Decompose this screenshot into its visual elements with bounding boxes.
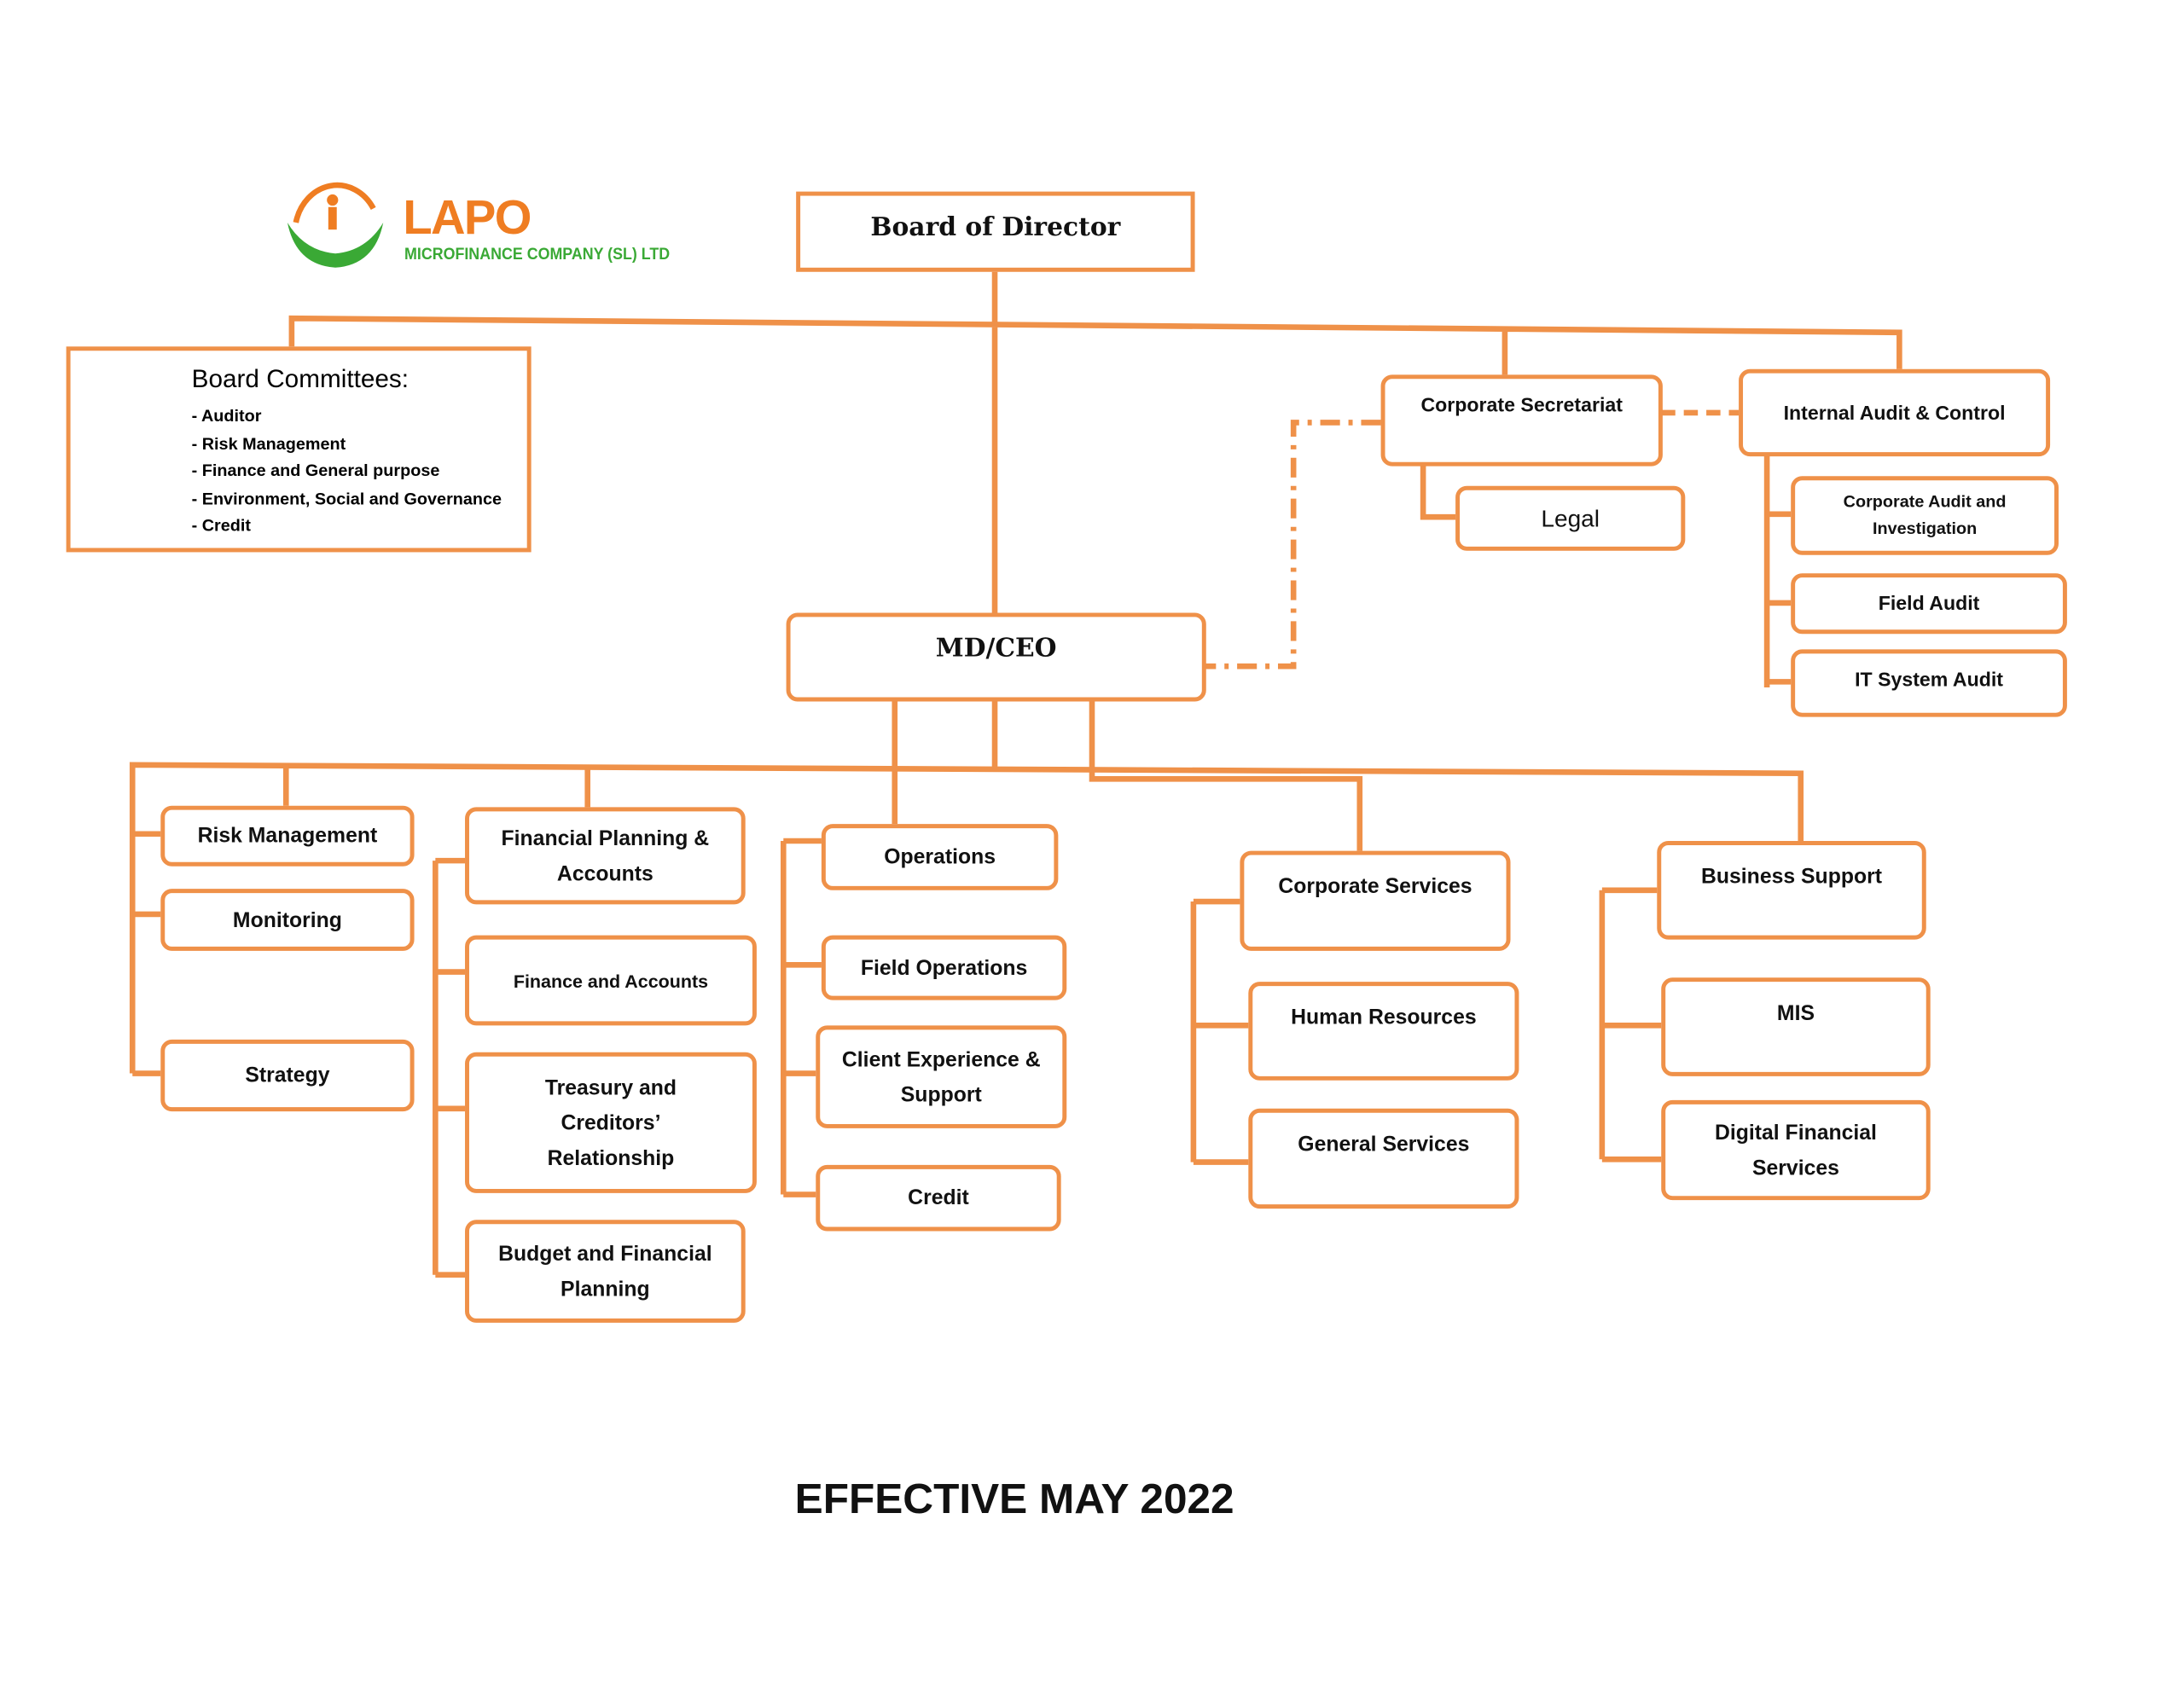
corporate-services-box: Corporate Services xyxy=(1240,850,1511,951)
field-audit-box: Field Audit xyxy=(1791,573,2067,635)
board-of-director-box: Board of Director xyxy=(796,191,1195,272)
internal-audit-box: Internal Audit & Control xyxy=(1739,368,2051,457)
client-experience-box: Client Experience & Support xyxy=(816,1025,1067,1128)
logo-subtitle: MICROFINANCE COMPANY (SL) LTD xyxy=(404,243,671,264)
risk-management-box: Risk Management xyxy=(160,805,415,867)
general-services-box: General Services xyxy=(1248,1108,1519,1209)
mis-box: MIS xyxy=(1661,977,1931,1076)
corporate-secretariat-box: Corporate Secretariat xyxy=(1380,374,1663,467)
credit-box: Credit xyxy=(816,1164,1061,1232)
logo-name: LAPO xyxy=(403,191,531,246)
financial-planning-accounts-box: Financial Planning & Accounts xyxy=(465,807,746,905)
md-ceo-box: MD/CEO xyxy=(786,612,1206,702)
treasury-box: Treasury and Creditors’ Relationship xyxy=(465,1052,757,1193)
effective-date: EFFECTIVE MAY 2022 xyxy=(794,1475,1234,1523)
committee-item: - Risk Management xyxy=(191,432,346,453)
board-committees-box: Board Committees: - Auditor - Risk Manag… xyxy=(66,346,531,553)
monitoring-box: Monitoring xyxy=(160,889,415,951)
lapo-logo: LAPO MICROFINANCE COMPANY (SL) LTD xyxy=(282,166,718,279)
human-resources-box: Human Resources xyxy=(1248,982,1519,1081)
board-committees-title: Board Committees: xyxy=(191,364,410,393)
finance-and-accounts-box: Finance and Accounts xyxy=(465,935,757,1026)
logo-emblem-icon xyxy=(287,182,384,268)
operations-box: Operations xyxy=(821,824,1059,890)
strategy-box: Strategy xyxy=(160,1039,415,1112)
business-support-box: Business Support xyxy=(1657,841,1926,940)
digital-financial-services-box: Digital Financial Services xyxy=(1661,1099,1931,1201)
budget-financial-planning-box: Budget and Financial Planning xyxy=(465,1220,746,1323)
committee-item: - Credit xyxy=(191,515,251,536)
field-operations-box: Field Operations xyxy=(821,935,1067,1000)
legal-box: Legal xyxy=(1455,485,1686,551)
it-system-audit-box: IT System Audit xyxy=(1791,649,2067,717)
committee-item: - Finance and General purpose xyxy=(191,461,440,481)
corporate-audit-box: Corporate Audit and Investigation xyxy=(1791,476,2059,555)
committee-item: - Auditor xyxy=(191,405,262,426)
committee-item: - Environment, Social and Governance xyxy=(191,488,502,508)
